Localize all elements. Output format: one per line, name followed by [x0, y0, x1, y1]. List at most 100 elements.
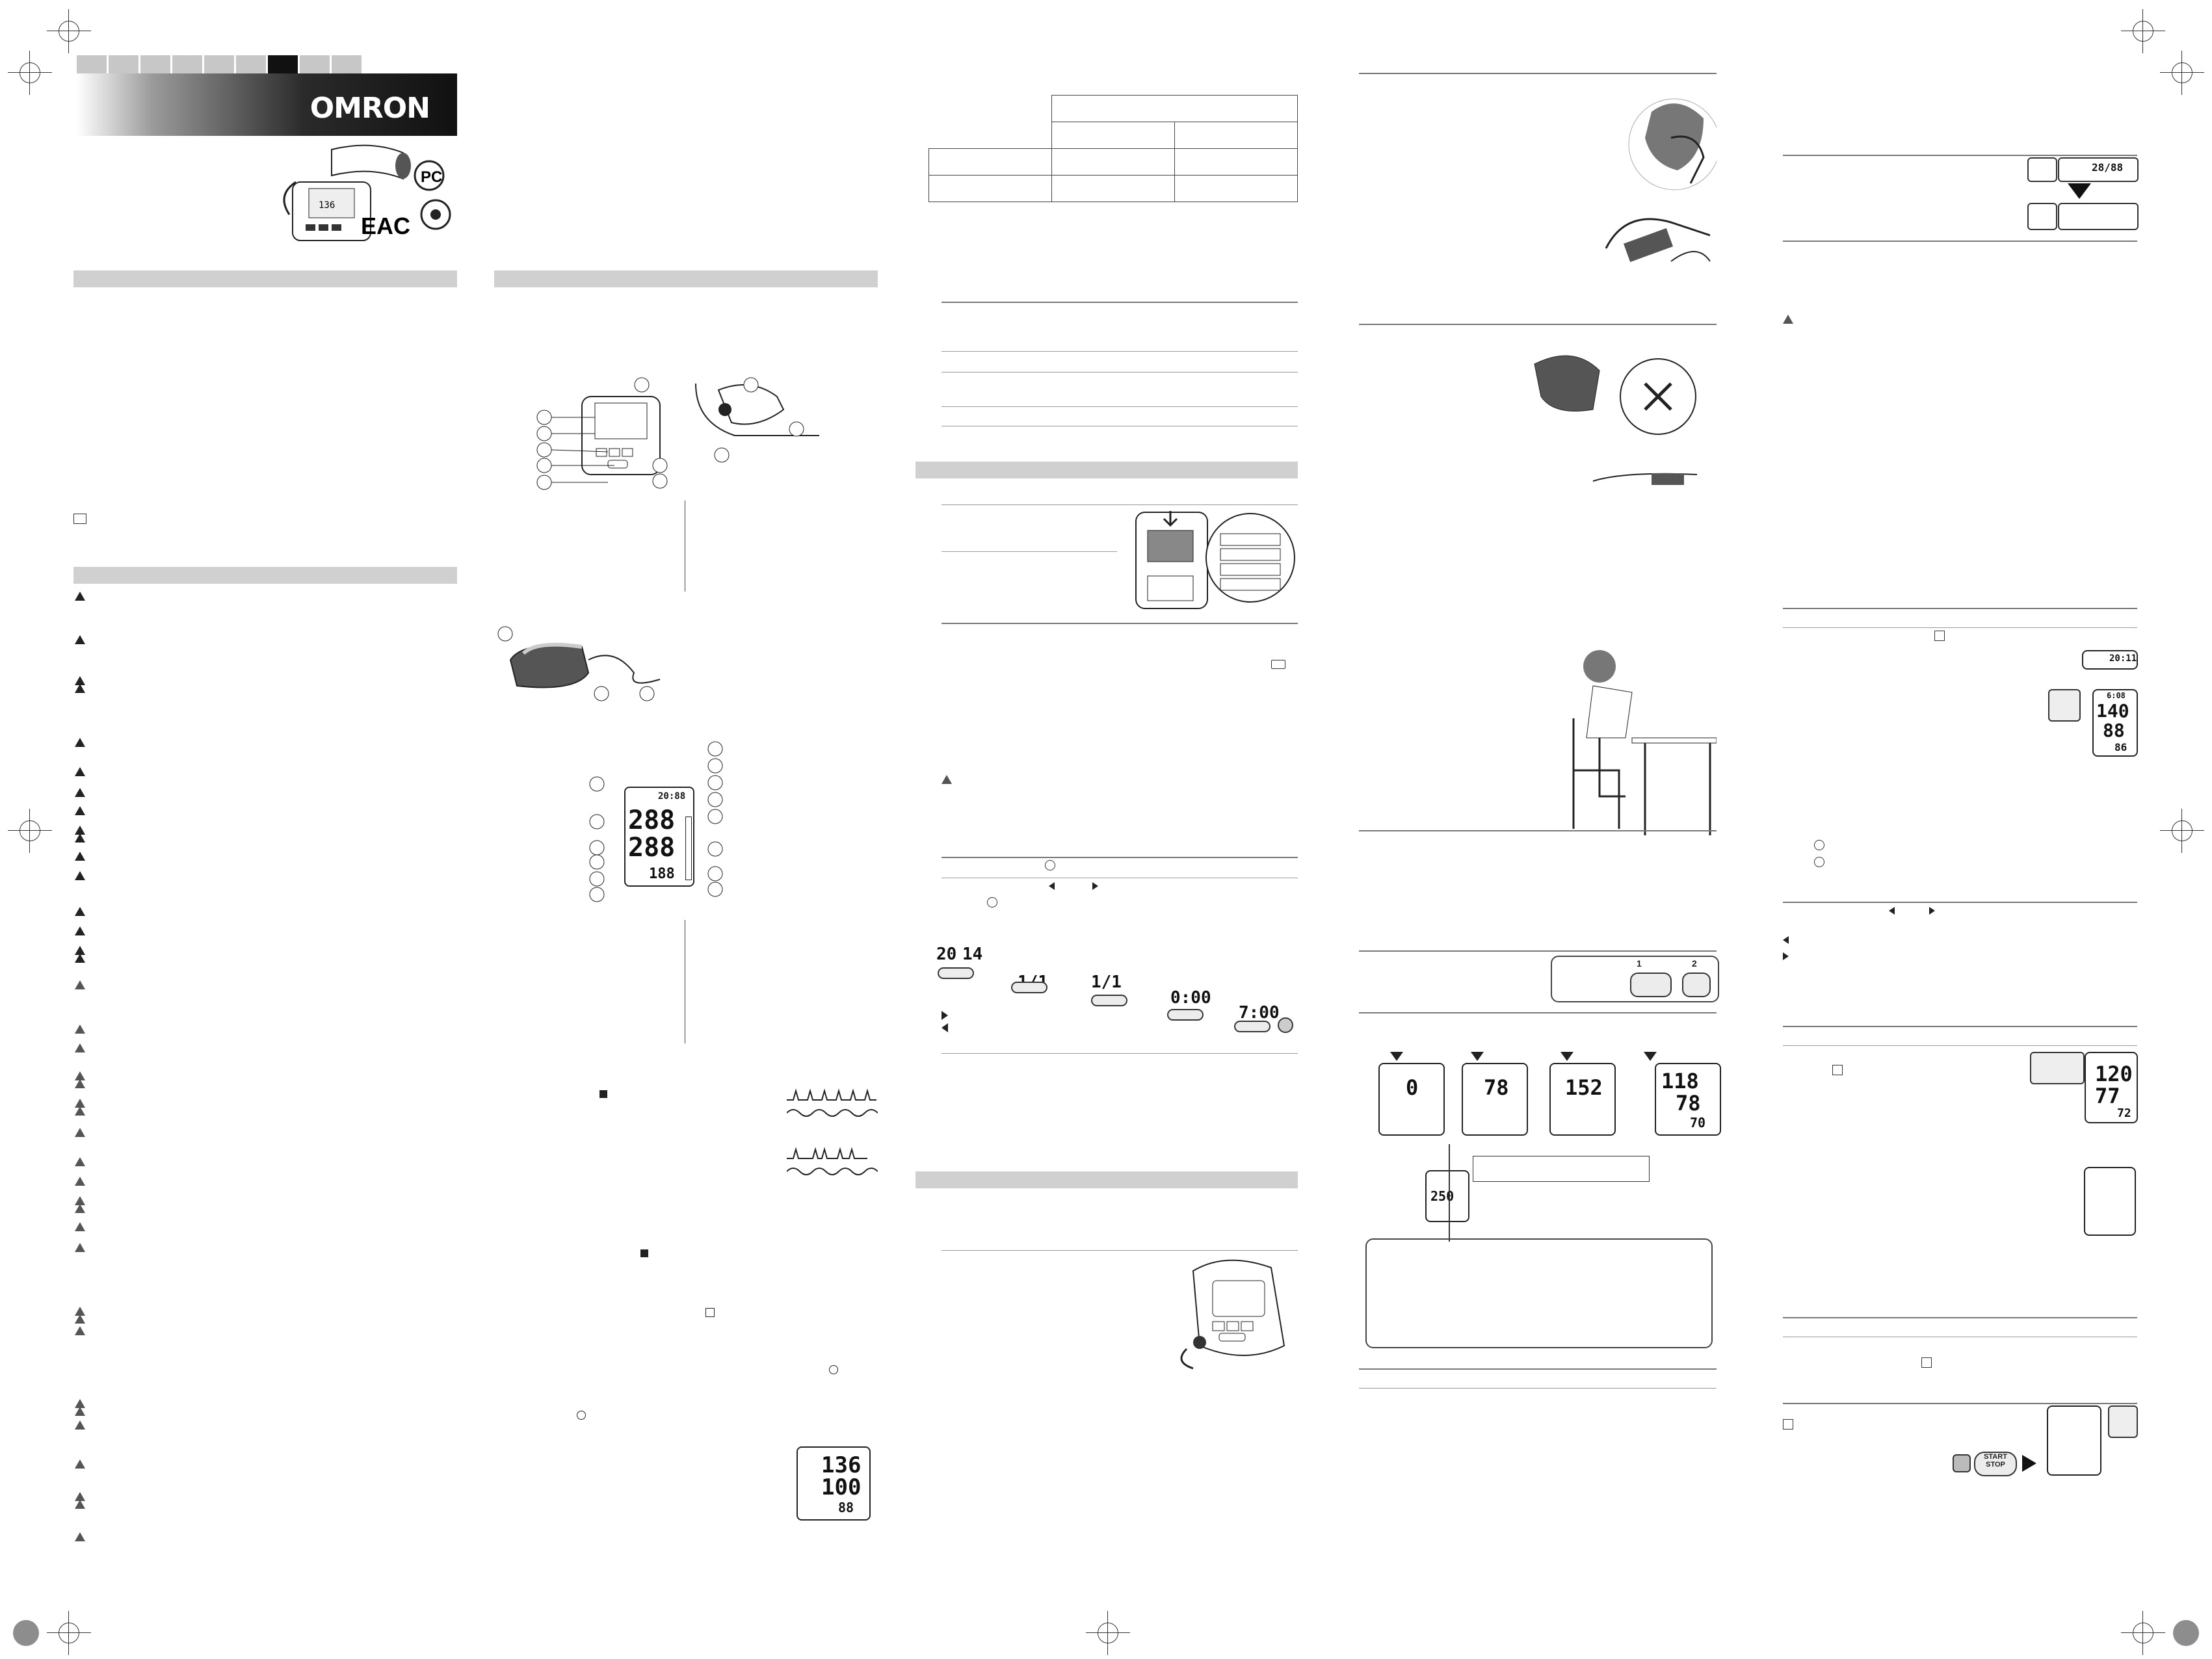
caution-icon [75, 1177, 85, 1186]
user-2-switch[interactable] [1682, 973, 1711, 997]
caution-icon [75, 1196, 85, 1205]
cuff-wrap-icon [705, 1308, 715, 1317]
caution-icon [75, 1307, 85, 1316]
registration-mark [1086, 1611, 1130, 1655]
caution-icon [75, 1099, 85, 1108]
warning-icon [75, 788, 85, 797]
arrow-button-pair[interactable] [1091, 995, 1127, 1006]
row-rule [941, 351, 1298, 352]
section-header-bar [915, 462, 1298, 478]
average-button-icon[interactable] [2030, 1052, 2085, 1084]
row-rule [1783, 1045, 2137, 1046]
caution-icon [75, 1204, 85, 1213]
battery-icon [1271, 660, 1285, 669]
warning-icon [75, 684, 85, 693]
ok-icon [1814, 857, 1824, 867]
measure-display-1: 0 [1378, 1063, 1445, 1136]
average-sys: 120 [2095, 1062, 2133, 1086]
arrow-button-pair[interactable] [1234, 1021, 1271, 1032]
sample-display: 20:88 288 288 188 [624, 787, 694, 887]
measure-display-4: 118 78 70 [1655, 1063, 1721, 1136]
result-sys: 136 [821, 1452, 862, 1478]
caution-icon [75, 1500, 85, 1509]
user-1-switch[interactable] [1630, 973, 1672, 997]
svg-text:136: 136 [319, 200, 335, 211]
measure-value-1: 0 [1406, 1075, 1419, 1100]
caution-icon [75, 1079, 85, 1088]
section-header-bar [915, 1171, 1298, 1188]
brand-bar: OMRON [77, 73, 457, 136]
row-rule [941, 1250, 1298, 1251]
section-rule [1783, 155, 2137, 156]
registration-mark [2160, 51, 2204, 95]
arrow-down-icon [1560, 1052, 1573, 1061]
result-pulse: 88 [838, 1500, 854, 1515]
cuff-fitting-illustration [1534, 355, 1698, 485]
pressure-value: 250 [1430, 1188, 1455, 1204]
person-illustration [1605, 98, 1717, 263]
pulse-waveform-irregular [787, 1147, 878, 1175]
brand-logo: OMRON [309, 92, 430, 125]
bottom-display [2058, 203, 2139, 230]
user-icon-box [2027, 157, 2057, 182]
section-rule [1359, 1368, 1717, 1370]
caution-icon [75, 1222, 85, 1231]
caution-icon [75, 1326, 85, 1335]
sample-pulse: 188 [649, 866, 675, 882]
row-rule [941, 551, 1117, 552]
caution-icon [75, 1492, 85, 1501]
clock-icon [987, 897, 997, 908]
crop-dot [2173, 1620, 2199, 1646]
registration-mark [2121, 1611, 2165, 1655]
warning-icon [75, 852, 85, 861]
measure-value-4a: 118 [1661, 1069, 1699, 1093]
caution-icon [75, 1043, 85, 1052]
memory-button-icon[interactable] [2048, 689, 2081, 722]
warning-icon [75, 946, 85, 955]
measure-value-4b: 78 [1676, 1091, 1701, 1116]
spec-table [928, 95, 1298, 202]
section-header-bar [73, 270, 457, 287]
registration-mark [2160, 809, 2204, 853]
section-rule [1783, 241, 2137, 242]
device-plug-illustration [1180, 1259, 1285, 1370]
caution-icon [75, 1459, 85, 1469]
average-dia: 77 [2095, 1084, 2120, 1108]
warning-icon [75, 767, 85, 776]
start-stop-button[interactable]: START STOP [1974, 1452, 2017, 1476]
arrow-button-pair[interactable] [1011, 982, 1047, 993]
memory-icon [1832, 1065, 1843, 1075]
row-rule [941, 504, 1298, 505]
warning-icon [75, 738, 85, 747]
arrow-down-icon [1471, 1052, 1484, 1061]
caution-icon [75, 1157, 85, 1166]
measure-display-3: 152 [1549, 1063, 1616, 1136]
warning-icon [75, 926, 85, 935]
memory-button-small[interactable] [1953, 1454, 1971, 1472]
caution-icon [75, 1106, 85, 1116]
delete-display [2047, 1405, 2101, 1476]
ok-button-icon[interactable] [1278, 1017, 1293, 1033]
ok-icon [577, 1411, 586, 1420]
caution-icon [941, 775, 952, 784]
user-icon-box [2027, 203, 2057, 230]
display-callouts [589, 741, 723, 902]
ok-icon [829, 1365, 838, 1374]
memory-button-icon[interactable] [2108, 1405, 2138, 1438]
caution-icon [75, 1128, 85, 1137]
arrow-button-pair[interactable] [1167, 1009, 1204, 1021]
section-rule [941, 857, 1298, 858]
battery-illustration [1135, 511, 1295, 609]
sample-sys: 288 [628, 805, 676, 835]
caution-icon [75, 1420, 85, 1430]
info-box [1365, 1238, 1713, 1348]
registration-mark [2121, 9, 2165, 53]
arrow-right-icon [1783, 952, 1789, 960]
memory-time-display: 20:11 [2082, 650, 2138, 670]
section-rule [1359, 73, 1717, 74]
caution-icon [75, 980, 85, 989]
arrow-button-pair[interactable] [938, 967, 974, 979]
measure-display-2: 78 [1462, 1063, 1528, 1136]
section-rule [1783, 1403, 2137, 1404]
warning-icon [75, 833, 85, 843]
